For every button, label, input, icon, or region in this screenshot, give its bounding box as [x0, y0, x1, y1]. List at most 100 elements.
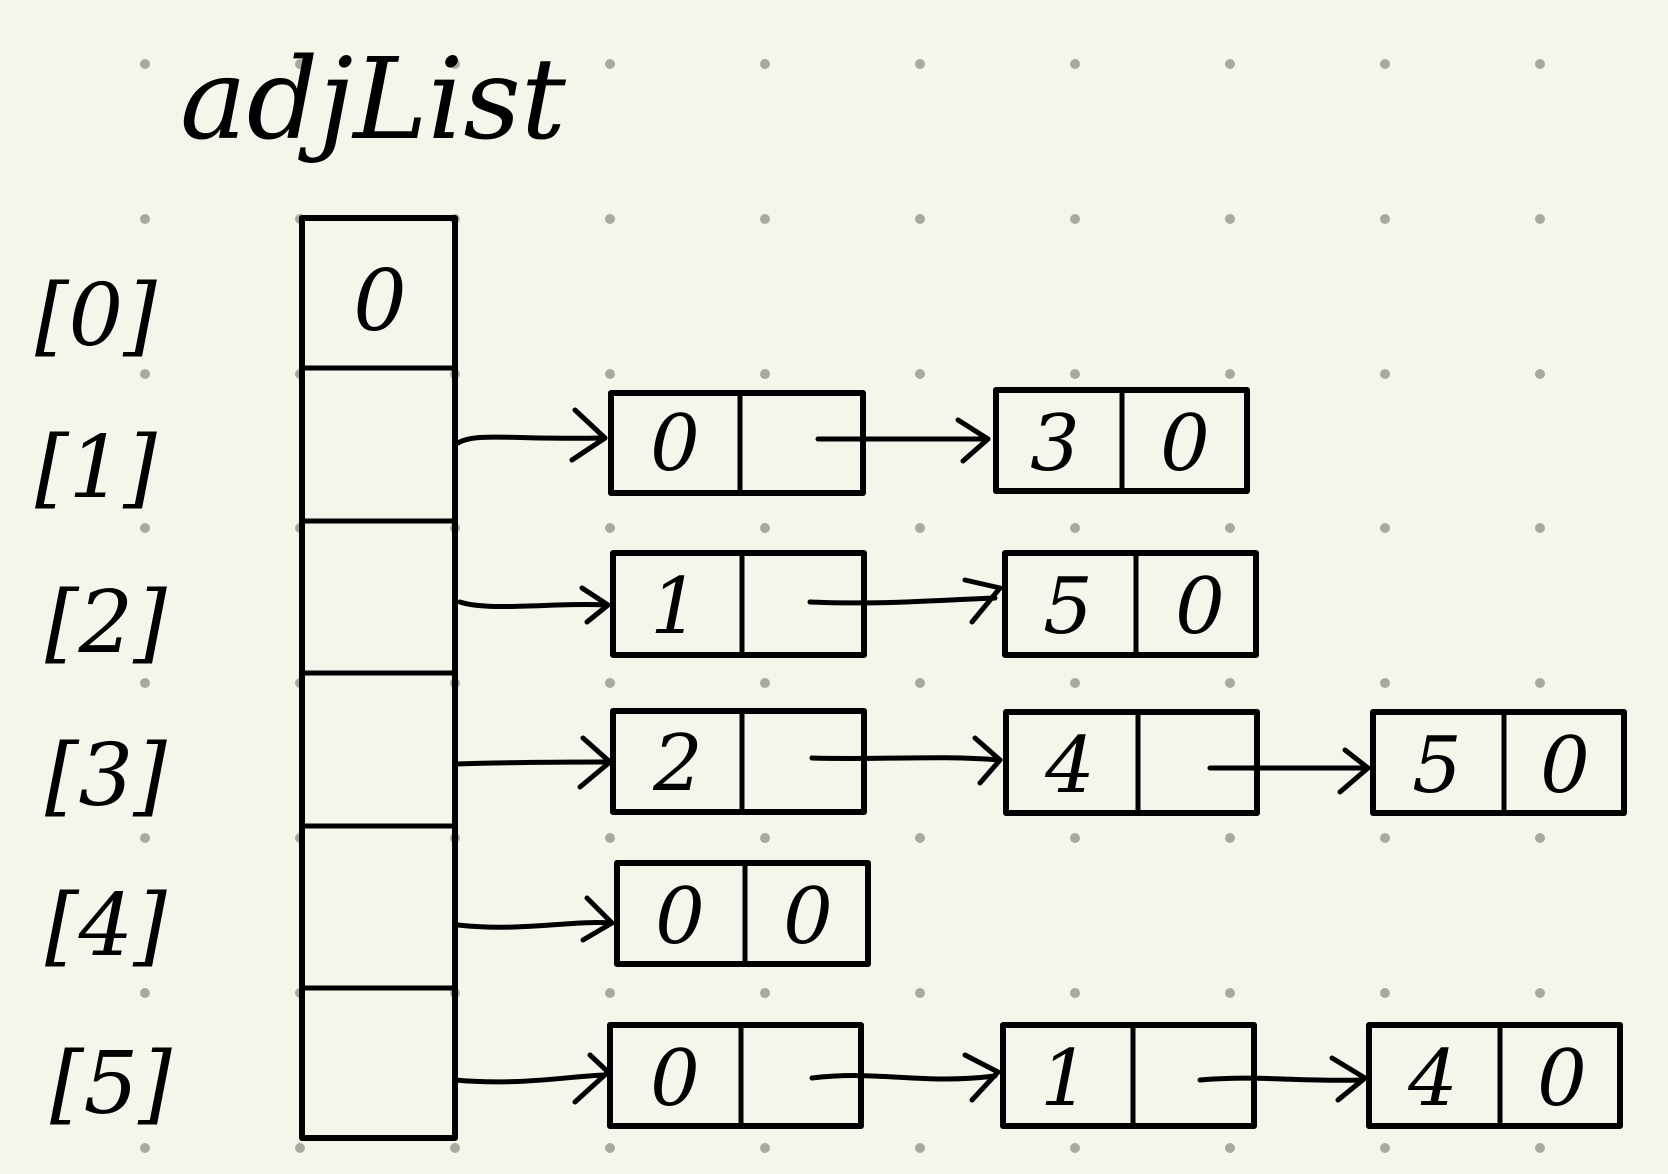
grid-dot [1380, 214, 1390, 224]
grid-dot [1535, 523, 1545, 533]
grid-dot [760, 523, 770, 533]
grid-dot [760, 59, 770, 69]
grid-dot [1380, 678, 1390, 688]
grid-dot [605, 833, 615, 843]
grid-dot [1225, 988, 1235, 998]
pointer-arrow [809, 1073, 998, 1082]
pointer-arrow [807, 595, 998, 606]
list-node: 3 0 [993, 387, 1250, 494]
grid-dot [1535, 59, 1545, 69]
node-value: 1 [1040, 1034, 1090, 1124]
node-next: 0 [1175, 562, 1225, 652]
node-next: 0 [783, 872, 833, 962]
arrowhead [972, 735, 1003, 786]
grid-dot [1225, 1143, 1235, 1153]
node-value: 4 [1044, 721, 1095, 811]
grid-dot [1535, 833, 1545, 843]
grid-dot [760, 214, 770, 224]
grid-dot [1225, 214, 1235, 224]
index-label: [5] [50, 1034, 172, 1134]
linked-list-2: 1 5 0 [457, 550, 1259, 658]
arrowhead [569, 407, 608, 463]
grid-dot [1070, 1143, 1080, 1153]
grid-dot [1380, 988, 1390, 998]
pointer-arrow [1197, 1075, 1365, 1083]
arrowhead [962, 1052, 1001, 1103]
node-value: 5 [1412, 721, 1462, 811]
arrowhead [962, 577, 1003, 625]
grid-dot [1225, 833, 1235, 843]
grid-dot [450, 59, 460, 69]
index-label: [4] [45, 876, 167, 976]
grid-dot [1535, 678, 1545, 688]
grid-dot [450, 1143, 460, 1153]
grid-dot [1380, 833, 1390, 843]
grid-dot [1070, 988, 1080, 998]
index-label: [2] [45, 573, 167, 673]
grid-dot [295, 59, 305, 69]
arrowhead [955, 417, 991, 464]
grid-dot [915, 59, 925, 69]
grid-dot [140, 59, 150, 69]
grid-dot [760, 1143, 770, 1153]
grid-dot [140, 523, 150, 533]
node-value: 1 [650, 562, 700, 652]
grid-dot [140, 833, 150, 843]
list-node: 5 0 [1370, 709, 1627, 816]
array-dividers [299, 365, 458, 991]
grid-dot [295, 1143, 305, 1153]
node-next: 0 [1160, 399, 1210, 489]
grid-dot [1380, 523, 1390, 533]
pointer-arrow [455, 920, 613, 930]
grid-dot [140, 214, 150, 224]
grid-dot [1225, 678, 1235, 688]
list-node: 5 0 [1002, 550, 1259, 658]
node-value: 0 [650, 1034, 700, 1124]
grid-dot [605, 369, 615, 379]
linked-list-4: 0 0 [455, 860, 871, 967]
array-cell-0-value: 0 [353, 252, 406, 350]
pointer-arrow [452, 1072, 608, 1085]
node-value: 4 [1407, 1034, 1458, 1124]
node-value: 5 [1043, 562, 1093, 652]
grid-dot [1535, 1143, 1545, 1153]
arrowhead [579, 585, 611, 625]
grid-dot [605, 59, 615, 69]
grid-dot [1070, 59, 1080, 69]
grid-dot [605, 523, 615, 533]
grid-dot [605, 988, 615, 998]
linked-list-1: 0 3 0 [455, 387, 1250, 496]
pointer-arrow [809, 755, 1003, 763]
diagram-title: adjList [180, 35, 567, 165]
grid-dot [1225, 523, 1235, 533]
grid-dot [915, 988, 925, 998]
arrowhead [580, 895, 615, 943]
node-value: 0 [655, 872, 705, 962]
grid-dot [1380, 369, 1390, 379]
grid-dot [760, 678, 770, 688]
index-label: [0] [35, 266, 157, 366]
pointer-arrow [457, 599, 608, 610]
linked-list-5: 0 1 4 0 [452, 1022, 1623, 1129]
index-label: [1] [35, 418, 157, 518]
grid-dot [1535, 214, 1545, 224]
index-labels: [0] [1] [2] [3] [4] [5] [35, 266, 172, 1134]
pointer-arrow [455, 434, 603, 446]
grid-dot [915, 369, 925, 379]
list-node: 2 [610, 708, 867, 815]
pointer-arrow [452, 759, 608, 767]
list-node: 1 [1000, 1022, 1257, 1129]
grid-dot [760, 833, 770, 843]
linked-list-3: 2 4 5 0 [452, 708, 1627, 816]
grid-dot [1070, 678, 1080, 688]
grid-dot [1070, 523, 1080, 533]
grid-dot [1070, 833, 1080, 843]
grid-dot [605, 214, 615, 224]
node-value: 0 [650, 399, 700, 489]
adj-array [299, 215, 458, 1141]
grid-dot [1380, 1143, 1390, 1153]
list-node: 4 [1003, 709, 1260, 816]
grid-dot [915, 833, 925, 843]
grid-dot [605, 1143, 615, 1153]
